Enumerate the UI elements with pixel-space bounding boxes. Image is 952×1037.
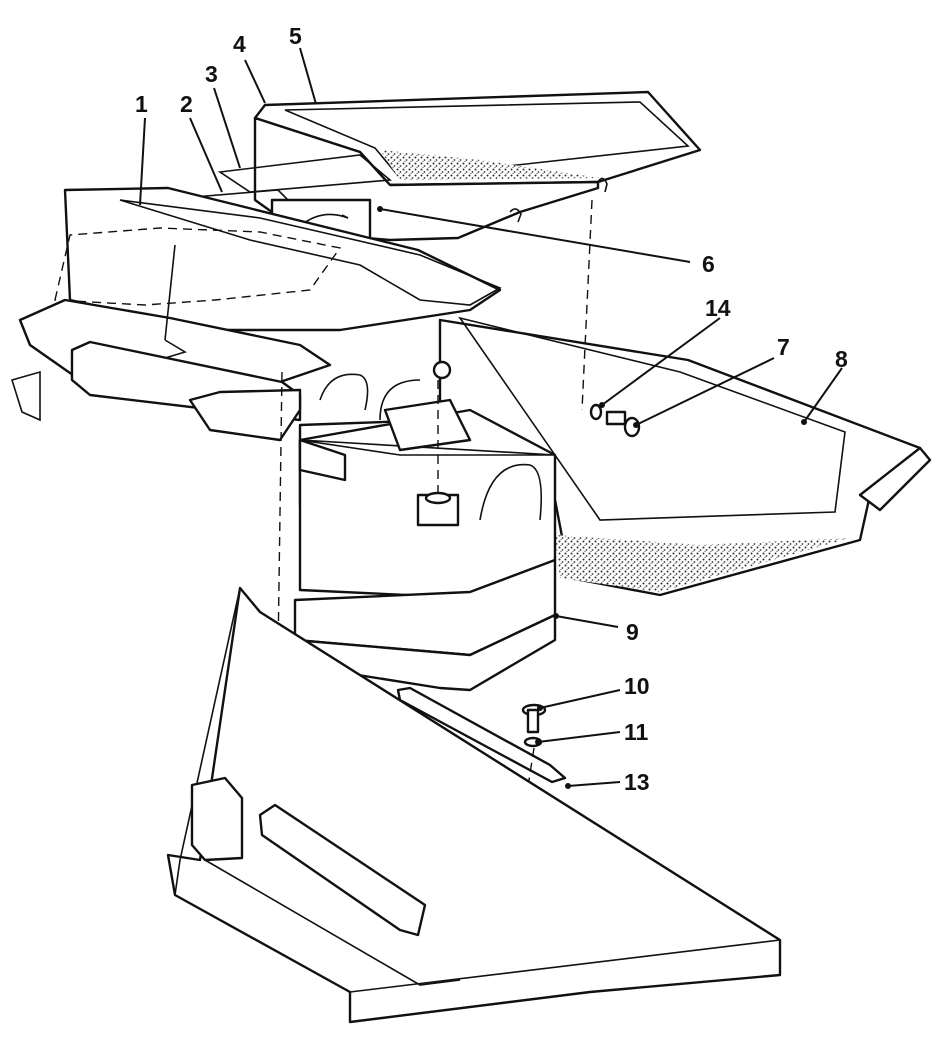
callout-1: 1 (135, 91, 148, 117)
callout-2: 2 (180, 91, 193, 117)
callout-9: 9 (626, 619, 639, 645)
callout-7: 7 (777, 334, 790, 360)
leader-lines (139, 47, 843, 789)
callout-14: 14 (705, 295, 731, 321)
callout-4: 4 (233, 31, 246, 57)
battery (293, 360, 557, 692)
callout-10: 10 (624, 673, 650, 699)
callout-11: 11 (624, 719, 649, 745)
callout-5: 5 (289, 23, 302, 49)
callout-3: 3 (205, 61, 218, 87)
lower-panel (10, 186, 502, 442)
callout-8: 8 (835, 346, 848, 372)
base-plate (166, 586, 782, 1024)
callout-6: 6 (702, 251, 715, 277)
battery-tray (298, 316, 932, 597)
callout-labels: 1 2 3 4 5 6 7 8 9 10 11 13 14 (135, 23, 848, 795)
callout-13: 13 (624, 769, 650, 795)
